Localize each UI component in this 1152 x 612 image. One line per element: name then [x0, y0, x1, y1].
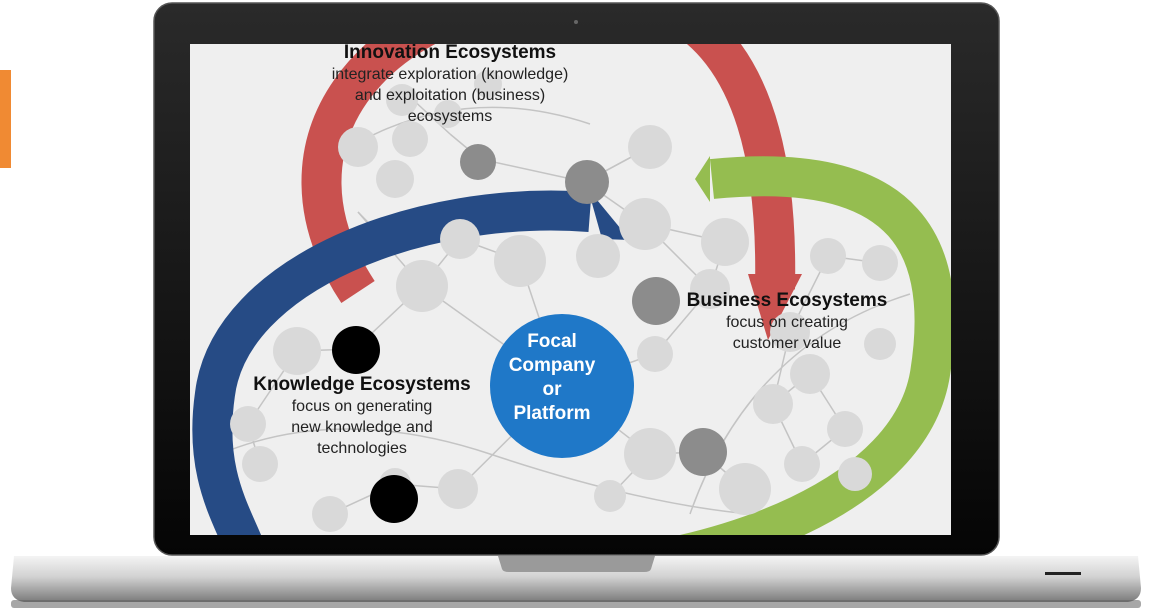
- light-nodes: [230, 70, 898, 532]
- focal-line-2: Company: [508, 355, 596, 376]
- business-ecosystems-label: Business Ecosystems focus on creating cu…: [682, 290, 892, 354]
- knowledge-ecosystems-label: Knowledge Ecosystems focus on generating…: [242, 374, 482, 459]
- ecosystem-diagram: [192, 44, 951, 535]
- knowledge-desc-1: focus on generating: [291, 398, 433, 415]
- focal-line-4: Platform: [513, 403, 591, 424]
- innovation-desc-2: and exploitation (business): [354, 87, 546, 104]
- business-arc-tip: [695, 156, 710, 202]
- black-nodes: [332, 326, 418, 523]
- innovation-desc-3: ecosystems: [407, 108, 493, 125]
- knowledge-desc-2: new knowledge and: [291, 419, 433, 436]
- focal-line-1: Focal: [527, 331, 577, 352]
- power-indicator: [1045, 572, 1081, 575]
- innovation-arc: [301, 44, 796, 304]
- webcam: [574, 20, 578, 24]
- laptop-base: [11, 556, 1141, 602]
- knowledge-title: Knowledge Ecosystems: [253, 374, 471, 395]
- accent-bar: [0, 70, 11, 168]
- business-desc-2: customer value: [732, 335, 842, 352]
- business-title: Business Ecosystems: [686, 290, 888, 311]
- knowledge-desc-3: technologies: [317, 440, 407, 457]
- focal-company-label: Focal Company or Platform: [492, 330, 612, 426]
- innovation-arc-tip: [748, 274, 802, 340]
- focal-line-3: or: [542, 379, 562, 400]
- innovation-title: Innovation Ecosystems: [343, 44, 557, 63]
- business-arc: [679, 156, 951, 535]
- focal-circle: [490, 314, 634, 458]
- slide-screen: Innovation Ecosystems integrate explorat…: [190, 44, 951, 535]
- business-desc-1: focus on creating: [726, 314, 848, 331]
- innovation-ecosystems-label: Innovation Ecosystems integrate explorat…: [320, 44, 580, 127]
- innovation-desc-1: integrate exploration (knowledge): [331, 66, 569, 83]
- knowledge-arc: [192, 190, 592, 535]
- dark-nodes: [460, 144, 727, 476]
- laptop-notch: [498, 556, 655, 572]
